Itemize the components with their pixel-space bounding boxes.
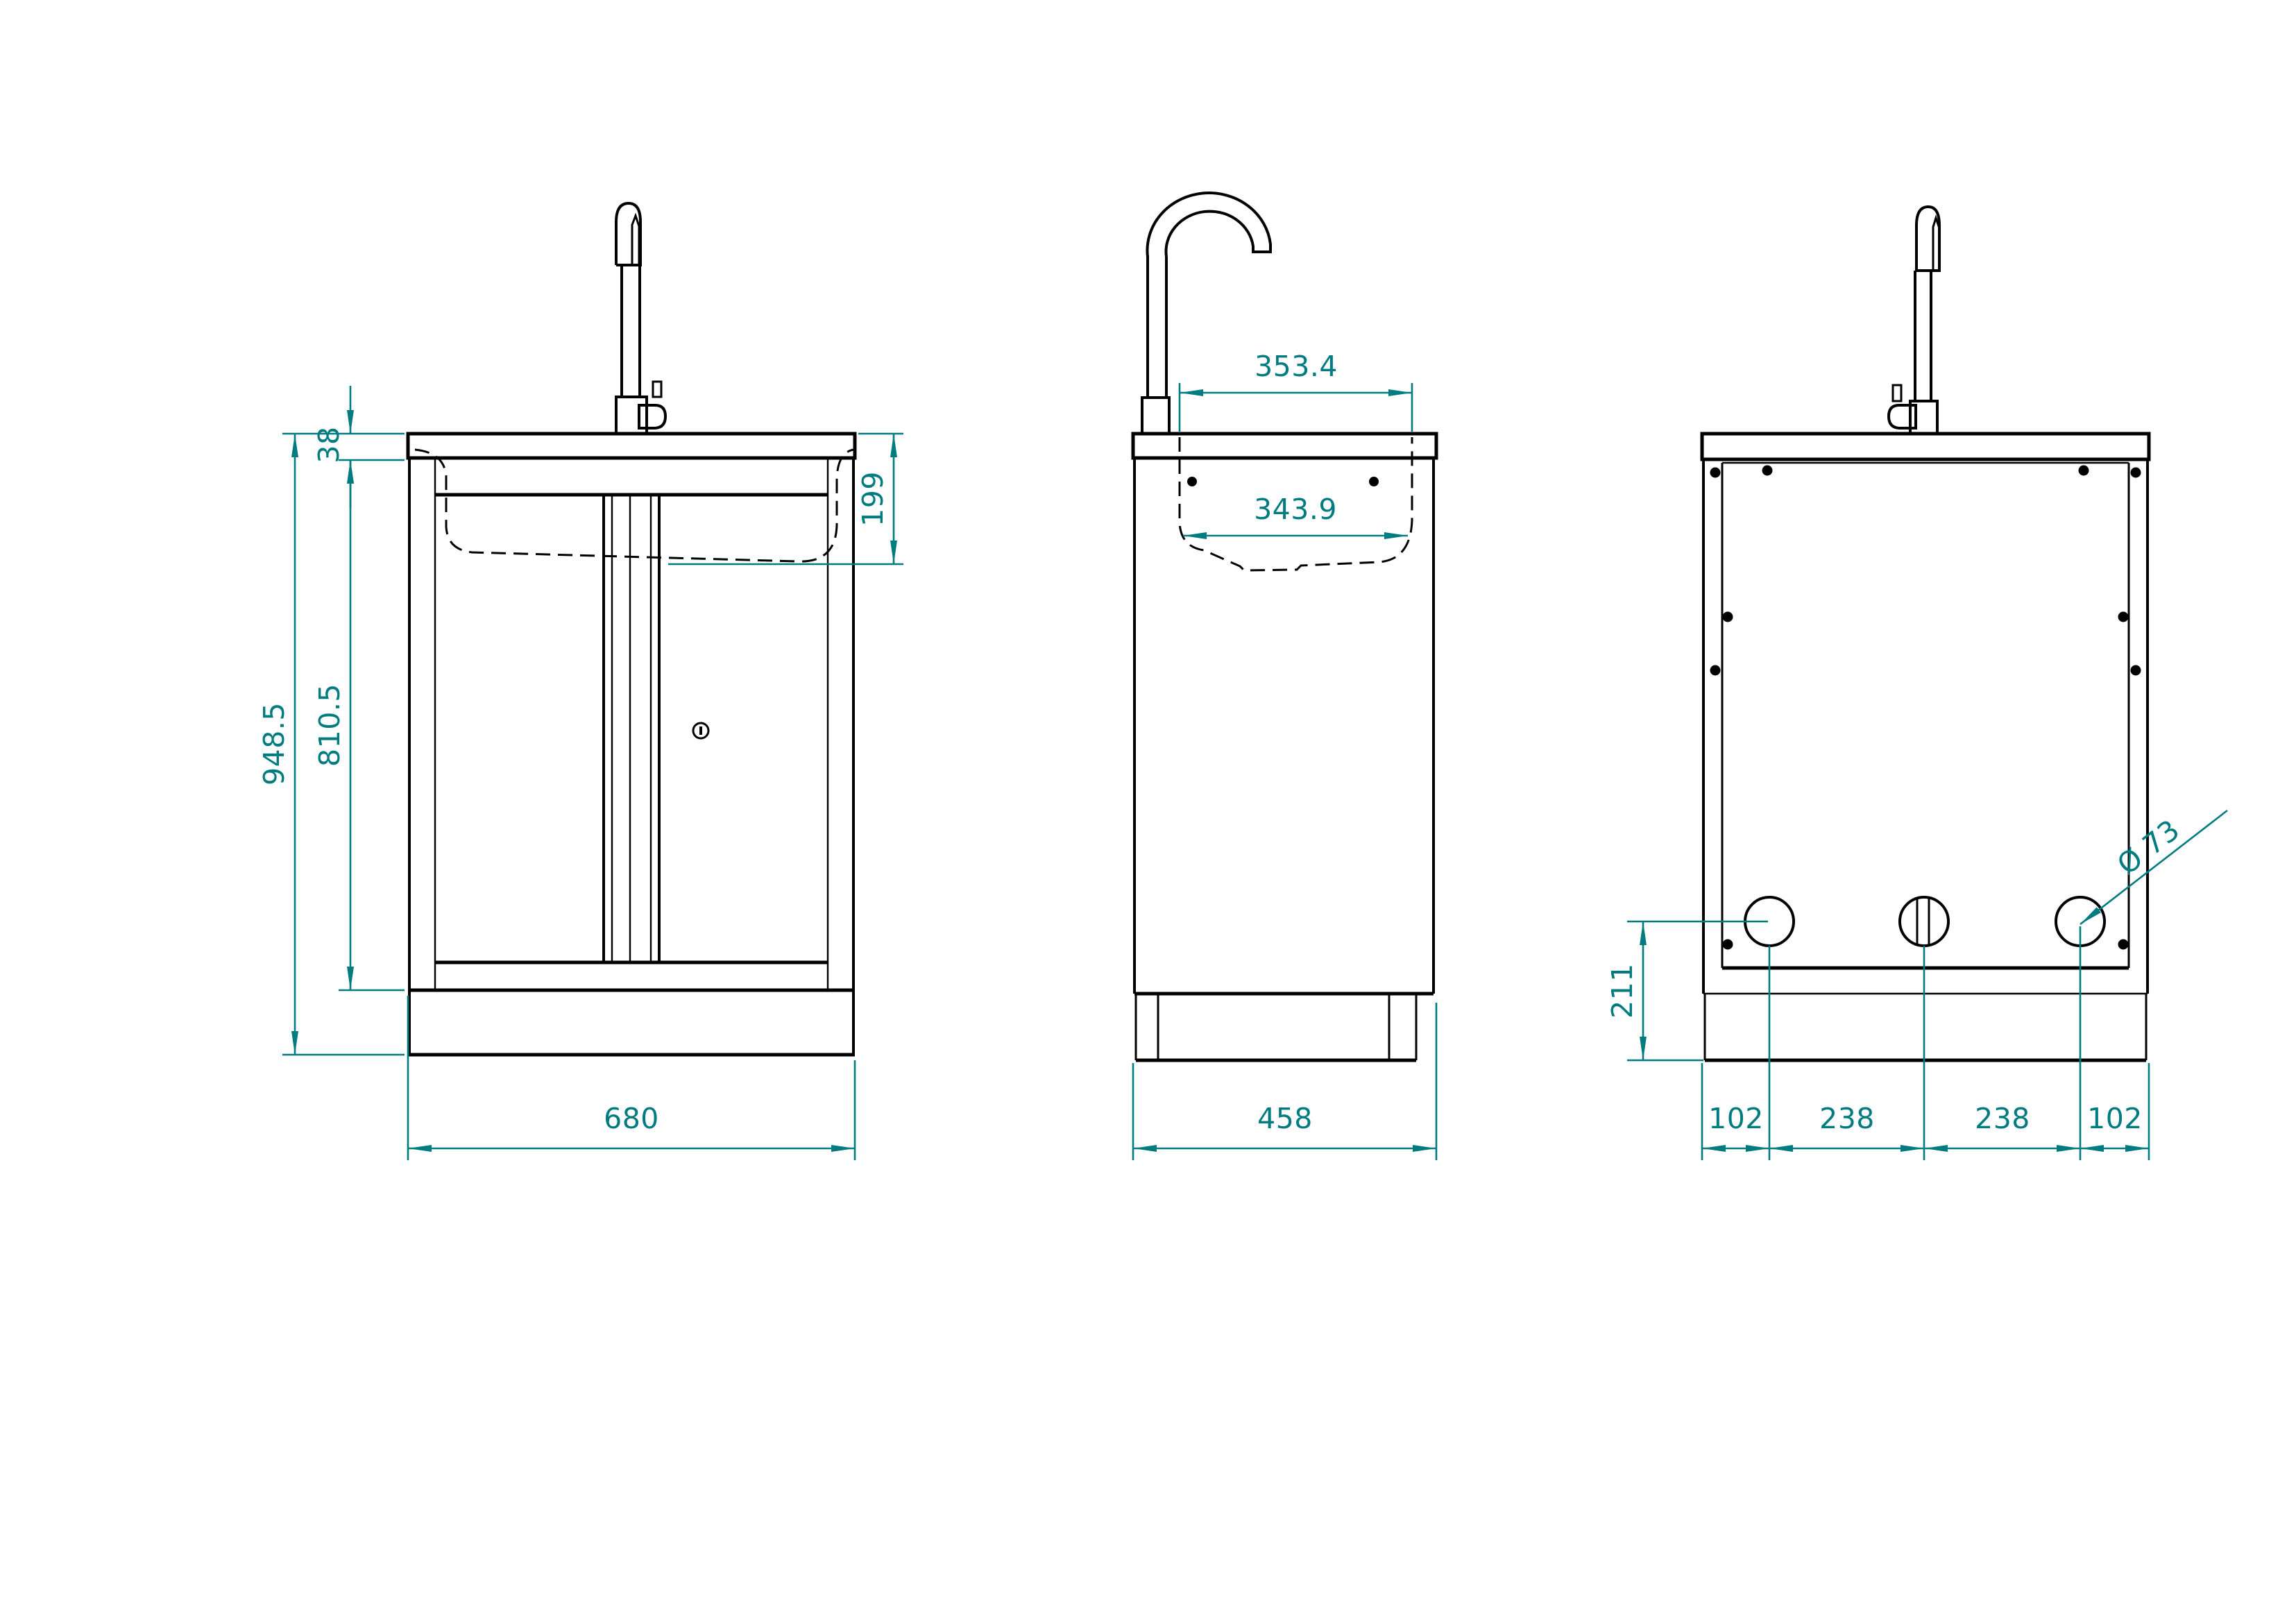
front-faucet <box>615 201 667 435</box>
side-countertop <box>1131 432 1438 460</box>
dim-depth: 458 <box>1257 1102 1313 1135</box>
dim-total-height: 948.5 <box>257 702 291 785</box>
rear-panel-sides <box>1721 463 2130 968</box>
dim-width: 680 <box>604 1102 659 1135</box>
dim-sink-inner: 343.9 <box>1254 493 1337 526</box>
rear-faucet-pipe <box>1914 271 1932 401</box>
dim-counter-thickness: 38 <box>312 426 346 463</box>
leader-hole-diameter <box>2080 809 2228 926</box>
side-faucet <box>1141 192 1272 435</box>
rear-faucet-spout-tip <box>1932 214 1941 271</box>
front-countertop <box>406 432 857 460</box>
rear-plinth-sides <box>1703 994 2148 1060</box>
side-plinth-edges <box>1134 994 1418 1060</box>
front-view: 948.5 810.5 38 199 680 <box>257 201 903 1160</box>
rear-faucet-handle-stub <box>1891 384 1903 402</box>
side-mount-dot <box>1187 477 1197 486</box>
rear-faucet <box>1887 205 1941 435</box>
dim-body-height: 810.5 <box>313 683 346 767</box>
front-faucet-handle <box>638 404 667 430</box>
dim-right-spacing: 238 <box>1975 1102 2030 1135</box>
rear-hole-center <box>1898 896 1950 947</box>
rear-faucet-handle <box>1887 404 1917 430</box>
dim-hole-height: 211 <box>1606 963 1639 1019</box>
front-faucet-pipe <box>620 265 641 397</box>
dim-left-offset: 102 <box>1708 1102 1764 1135</box>
front-faucet-spout-tip <box>631 212 640 265</box>
front-faucet-base <box>615 396 648 435</box>
rear-countertop <box>1700 432 2151 461</box>
front-lock-icon <box>692 722 710 740</box>
side-sink-hidden-outline <box>1178 437 1413 572</box>
side-faucet-gooseneck <box>1146 192 1272 257</box>
front-sink-hidden-outline <box>414 448 854 563</box>
rear-dimensions: 211 102 238 238 102 Ø 73 <box>1606 809 2228 1160</box>
dim-right-offset: 102 <box>2087 1102 2143 1135</box>
side-dimensions: 353.4 343.9 458 <box>1132 350 1438 1160</box>
dim-left-spacing: 238 <box>1819 1102 1875 1135</box>
rear-faucet-base <box>1909 400 1939 435</box>
rear-screw-dots <box>1710 465 2141 950</box>
front-faucet-head <box>615 201 642 266</box>
side-view: 353.4 343.9 458 <box>1131 192 1438 1160</box>
dim-sink-outer: 353.4 <box>1255 350 1338 383</box>
rear-hole-center-divider <box>1916 898 1930 945</box>
dim-sink-depth: 199 <box>856 471 890 527</box>
rear-view: 211 102 238 238 102 Ø 73 <box>1606 205 2228 1160</box>
front-faucet-handle-stub <box>652 380 663 398</box>
rear-faucet-head <box>1915 205 1941 272</box>
side-mount-dot <box>1369 477 1379 486</box>
front-dimensions: 948.5 810.5 38 199 680 <box>257 386 903 1160</box>
side-faucet-base <box>1141 396 1171 435</box>
side-faucet-pipe <box>1146 255 1168 398</box>
